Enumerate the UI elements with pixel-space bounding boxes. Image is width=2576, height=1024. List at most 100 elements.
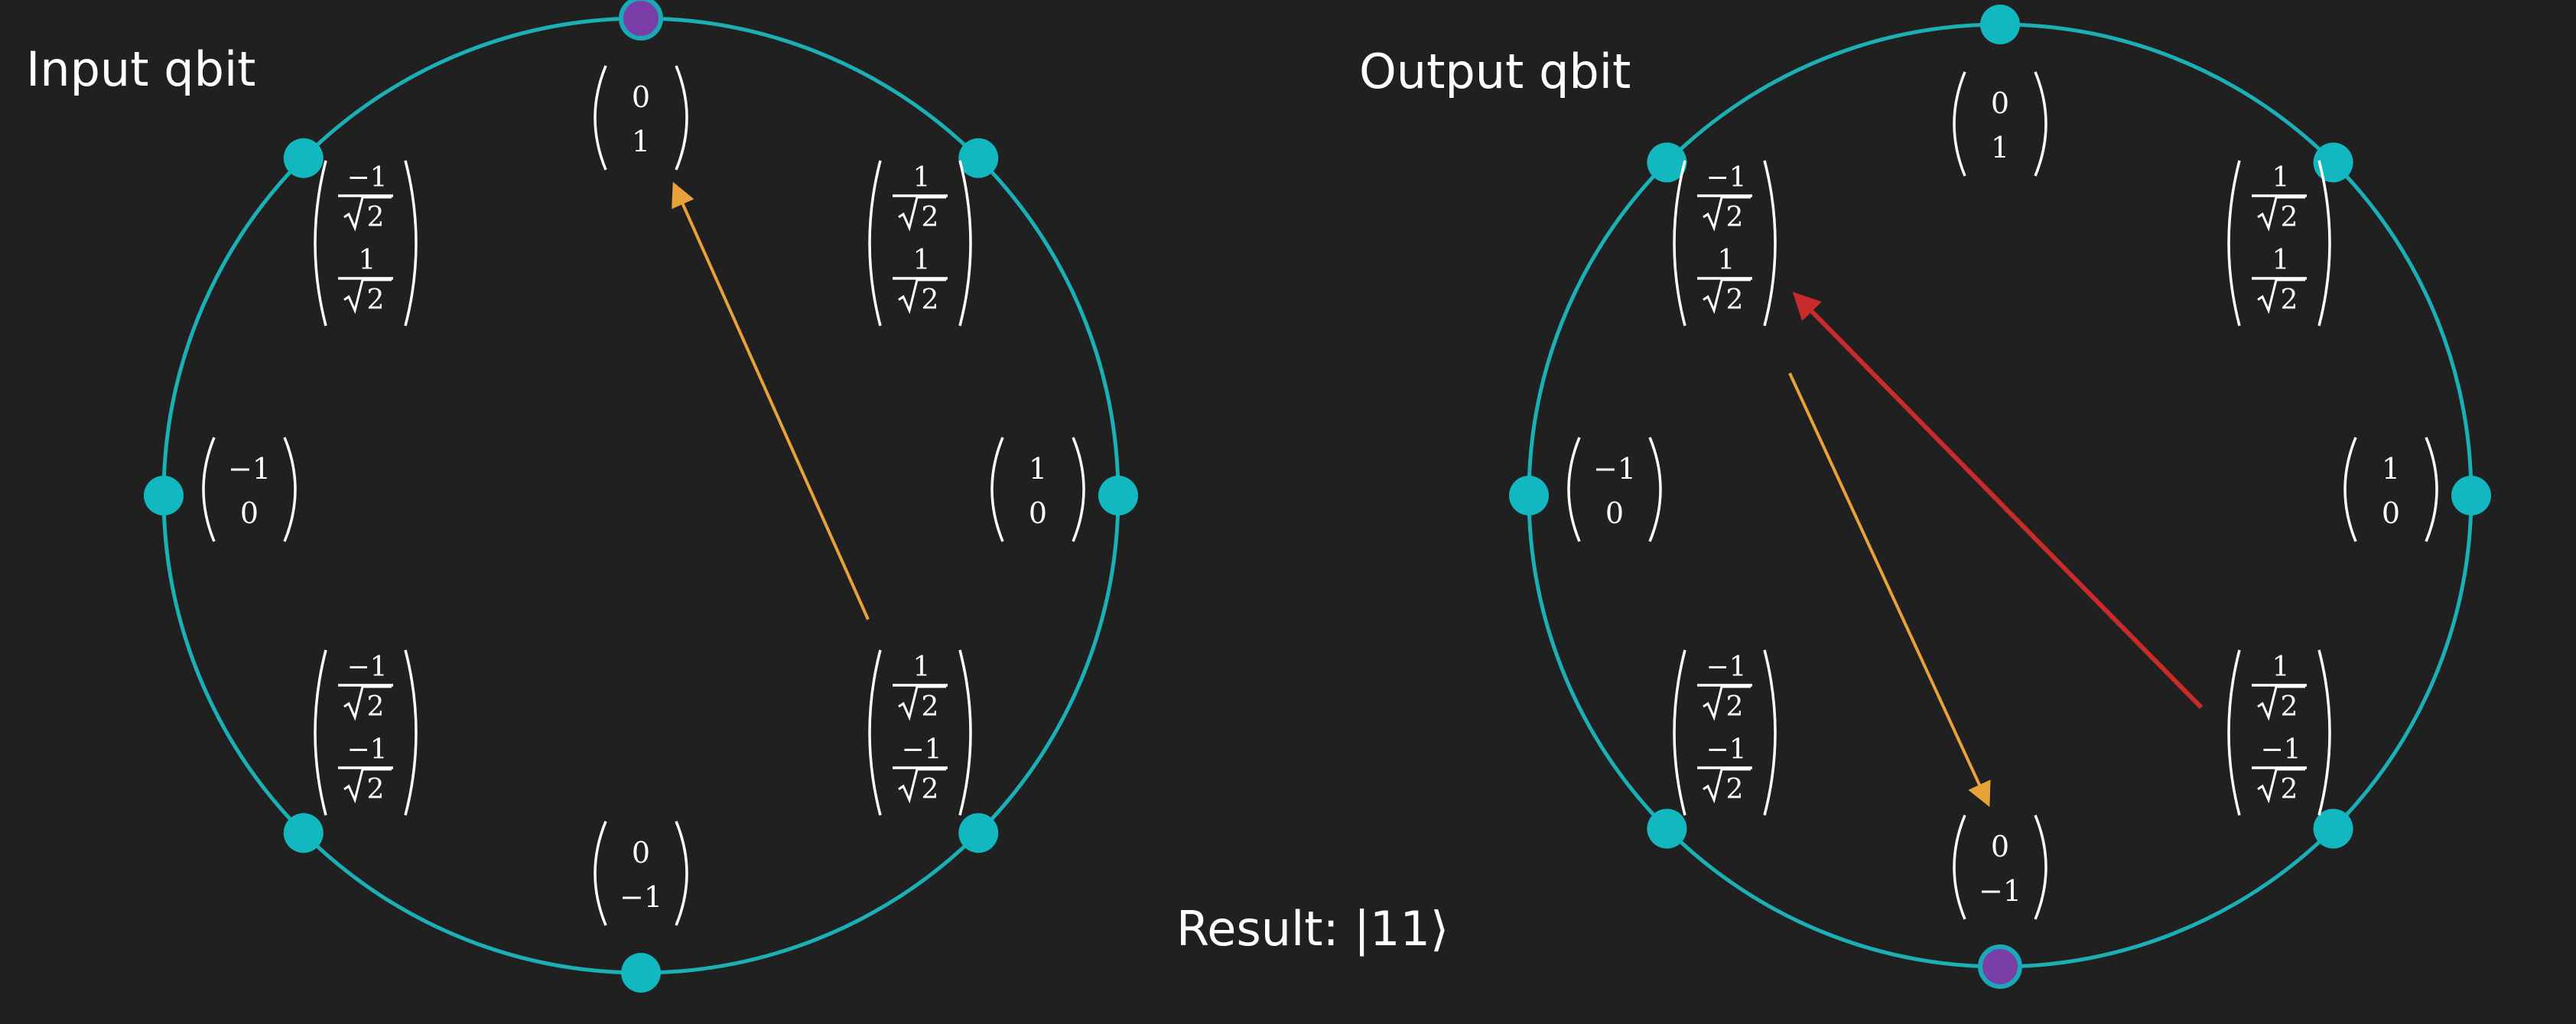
vector-entry: −1 <box>1593 452 1636 486</box>
fraction-denominator: 2 <box>1726 774 1744 805</box>
vector-entry: 1 <box>632 125 650 158</box>
vector-left-paren <box>868 649 882 816</box>
state-dot-upper-left <box>1647 142 1687 183</box>
vector-label-lower-right: 1 2 −1 2 <box>2227 649 2331 816</box>
vector-label-upper-left: −1 2 1 2 <box>314 160 418 327</box>
vector-label-left: −10 <box>1567 437 1662 542</box>
sqrt-icon <box>2257 196 2305 232</box>
vector-left-paren <box>314 160 327 327</box>
state-dot-upper-right <box>2313 142 2353 183</box>
sqrt-icon <box>1703 685 1751 721</box>
vector-label-up: 01 <box>594 65 688 171</box>
state-dot-top <box>619 0 663 41</box>
output-qbit-title: Output qbit <box>1359 44 1631 99</box>
vector-left-paren <box>1673 649 1686 816</box>
fraction-numerator: 1 <box>2272 162 2290 193</box>
sqrt-icon <box>2257 768 2305 804</box>
vector-entry: 0 <box>632 80 650 114</box>
output-state-arrow <box>1788 372 1991 808</box>
vector-label-lower-left: −12−12 <box>314 649 418 816</box>
vector-left-paren <box>594 821 607 926</box>
output-rotation-arrow <box>1792 291 2204 710</box>
sqrt-icon <box>2257 685 2305 721</box>
vector-label-right: 10 <box>990 437 1085 542</box>
fraction-numerator: 1 <box>359 245 376 276</box>
sqrt-icon <box>898 196 946 232</box>
fraction-denominator: 2 <box>2281 202 2298 233</box>
vector-left-paren <box>1953 814 1966 920</box>
vector-right-paren <box>2034 71 2047 177</box>
fraction-numerator: 1 <box>1718 245 1735 276</box>
vector-right-paren <box>283 437 297 542</box>
vector-label-left: −10 <box>202 437 297 542</box>
vector-label-up: 01 <box>1953 71 2047 177</box>
vector-entry: 0 <box>240 496 259 530</box>
vector-entry: 0 <box>1991 830 2009 863</box>
vector-left-paren <box>1673 160 1686 327</box>
vector-right-paren <box>958 649 972 816</box>
fraction-denominator: 2 <box>1726 284 1744 316</box>
fraction-numerator: −1 <box>1706 162 1746 193</box>
fraction-denominator: 2 <box>1726 691 1744 723</box>
sqrt-icon <box>1703 196 1751 232</box>
vector-left-paren <box>868 160 882 327</box>
vector-right-paren <box>404 160 418 327</box>
state-dot-lower-right <box>958 813 999 853</box>
fraction-denominator: 2 <box>367 284 385 316</box>
sqrt-icon <box>898 685 946 721</box>
result-label: Result: |11⟩ <box>1176 901 1449 957</box>
state-dot-left <box>144 476 184 515</box>
sqrt-icon <box>343 196 392 232</box>
vector-left-paren <box>2227 649 2241 816</box>
sqrt-icon <box>898 768 946 804</box>
fraction-numerator: 1 <box>913 652 931 683</box>
fraction-denominator: 2 <box>2281 691 2298 723</box>
sqrt-icon <box>343 768 392 804</box>
vector-left-paren <box>594 65 607 171</box>
vector-entry: 0 <box>1029 496 1047 530</box>
vector-right-paren <box>958 160 972 327</box>
vector-right-paren <box>2425 437 2438 542</box>
state-dot-right <box>2451 476 2491 515</box>
vector-left-paren <box>314 649 327 816</box>
vector-entry: −1 <box>228 452 271 486</box>
vector-entry: 1 <box>1991 131 2009 164</box>
vector-left-paren <box>2343 437 2357 542</box>
input-qbit-title: Input qbit <box>26 41 256 97</box>
vector-right-paren <box>1763 649 1777 816</box>
fraction-denominator: 2 <box>922 202 939 233</box>
sqrt-icon <box>343 278 392 314</box>
vector-label-lower-left: −12−12 <box>1673 649 1777 816</box>
vector-entry: 1 <box>2382 452 2400 486</box>
vector-right-paren <box>404 649 418 816</box>
vector-entry: −1 <box>620 880 662 914</box>
state-dot-upper-right <box>958 138 999 178</box>
vector-right-paren <box>675 821 688 926</box>
fraction-denominator: 2 <box>2281 284 2298 316</box>
fraction-numerator: −1 <box>346 162 387 193</box>
state-dot-top <box>1980 5 2020 44</box>
fraction-numerator: 1 <box>913 162 931 193</box>
vector-right-paren <box>1763 160 1777 327</box>
fraction-numerator: 1 <box>2272 652 2290 683</box>
vector-entry: 0 <box>2382 496 2400 530</box>
vector-entry: 0 <box>1991 86 2009 120</box>
fraction-denominator: 2 <box>367 202 385 233</box>
vector-right-paren <box>2317 160 2331 327</box>
vector-entry: 0 <box>632 836 650 870</box>
fraction-denominator: 2 <box>367 691 385 723</box>
fraction-numerator: −1 <box>2260 734 2301 766</box>
vector-right-paren <box>2034 814 2047 920</box>
fraction-numerator: −1 <box>346 652 387 683</box>
vector-left-paren <box>1953 71 1966 177</box>
vector-entry: 0 <box>1605 496 1624 530</box>
vector-label-down: 0−1 <box>1953 814 2047 920</box>
fraction-denominator: 2 <box>367 774 385 805</box>
fraction-denominator: 2 <box>2281 774 2298 805</box>
